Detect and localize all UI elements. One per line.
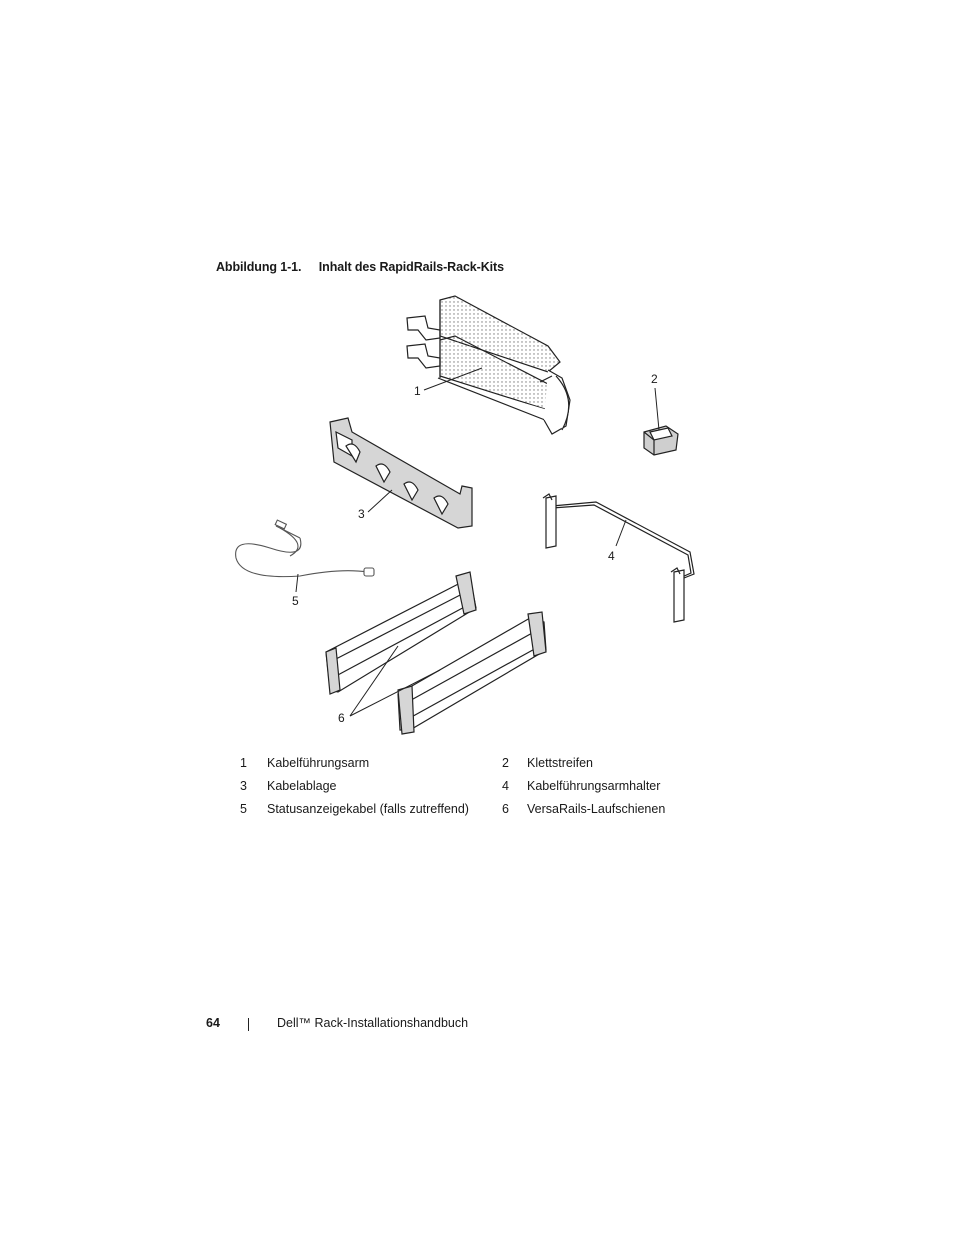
legend-number: 1: [240, 756, 247, 770]
legend-label: VersaRails-Laufschienen: [527, 802, 666, 816]
legend-label: Kabelablage: [267, 779, 337, 793]
book-title: Dell™ Rack-Installationshandbuch: [277, 1016, 469, 1030]
page-number: 64: [206, 1016, 220, 1030]
figure-title: Inhalt des RapidRails-Rack-Kits: [318, 260, 504, 274]
figure-caption: Abbildung 1-1. Inhalt des RapidRails-Rac…: [216, 260, 504, 274]
figure-legend: 1 Kabelführungsarm 2 Klettstreifen 3 Kab…: [240, 756, 700, 825]
legend-label: Kabelführungsarmhalter: [527, 779, 661, 793]
cable-management-arm: [406, 295, 571, 435]
page-footer: 64 Dell™ Rack-Installationshandbuch: [206, 1016, 468, 1031]
callout-1: 1: [414, 384, 421, 398]
callout-5: 5: [292, 594, 299, 608]
leader-lines: [295, 367, 660, 717]
legend-label: Kabelführungsarm: [267, 756, 370, 770]
legend-row: 1 Kabelführungsarm 2 Klettstreifen: [240, 756, 700, 779]
legend-label: Statusanzeigekabel (falls zutreffend): [267, 802, 469, 816]
callout-4: 4: [608, 549, 615, 563]
legend-number: 6: [502, 802, 509, 816]
status-indicator-cable: [235, 519, 375, 578]
legend-row: 5 Statusanzeigekabel (falls zutreffend) …: [240, 802, 700, 825]
cable-arm-support: [542, 493, 695, 623]
figure-number: Abbildung 1-1.: [216, 260, 302, 274]
legend-number: 4: [502, 779, 509, 793]
legend-number: 3: [240, 779, 247, 793]
legend-label: Klettstreifen: [527, 756, 594, 770]
versarails-rails: [325, 571, 547, 735]
legend-number: 5: [240, 802, 247, 816]
velcro-strap: [643, 425, 679, 456]
legend-row: 3 Kabelablage 4 Kabelführungsarmhalter: [240, 779, 700, 802]
callout-2: 2: [651, 372, 658, 386]
footer-divider: [248, 1018, 249, 1031]
cable-tray: [329, 417, 473, 529]
callout-3: 3: [358, 507, 365, 521]
legend-number: 2: [502, 756, 509, 770]
callout-6: 6: [338, 711, 345, 725]
